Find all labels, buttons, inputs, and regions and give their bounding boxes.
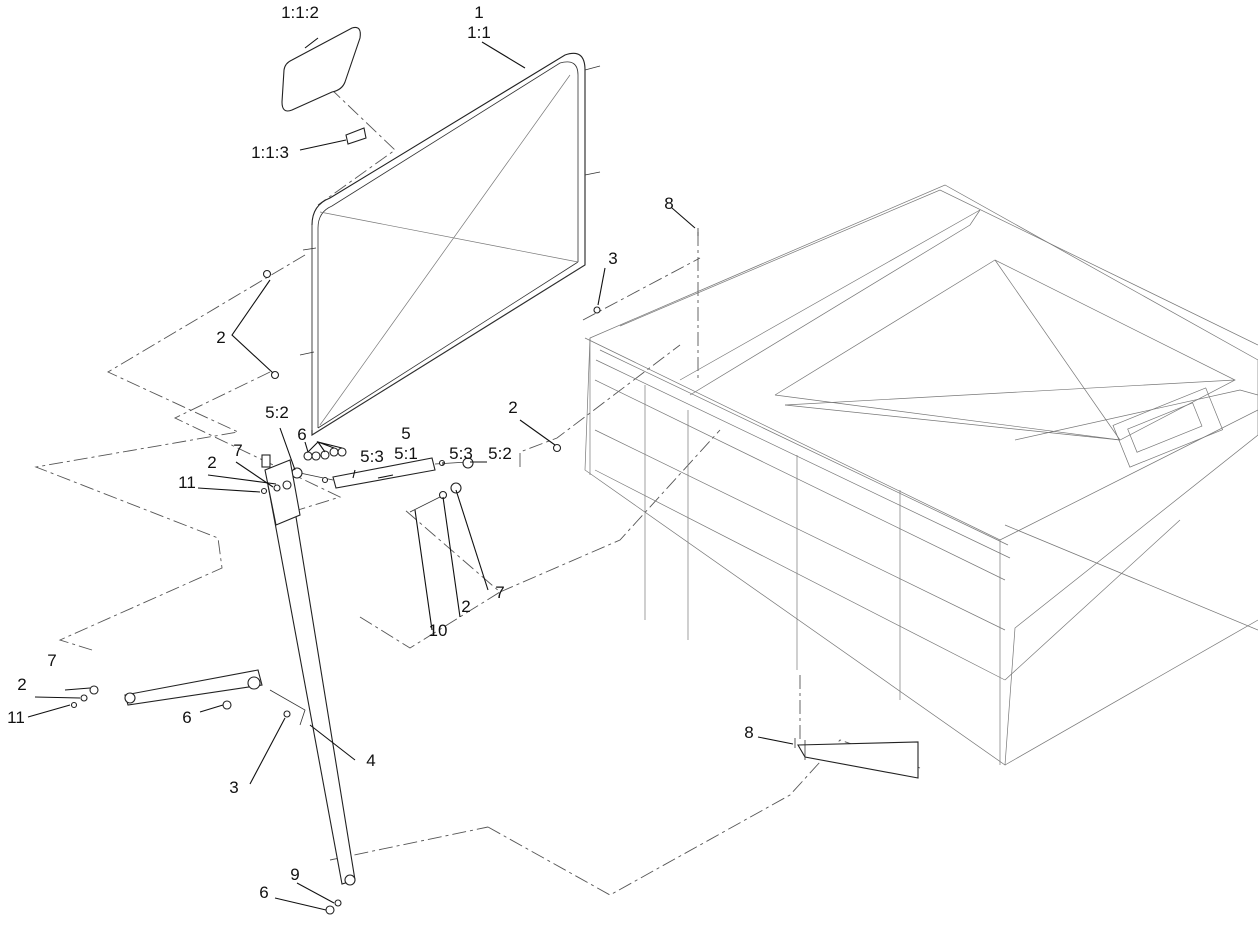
callout-4: 4 (366, 751, 375, 770)
gas-strut (291, 457, 474, 489)
callout-1: 1 (474, 3, 483, 22)
callout-8: 8 (744, 723, 753, 742)
callout-5-1: 5:1 (394, 444, 418, 463)
callout-2: 2 (207, 453, 216, 472)
assembly-paths (34, 87, 921, 896)
callout-2: 2 (216, 328, 225, 347)
callout-9: 9 (290, 865, 299, 884)
glass-pane (281, 26, 361, 112)
callout-1-1-2: 1:1:2 (281, 3, 319, 22)
callout-2: 2 (17, 675, 26, 694)
callout-5-2: 5:2 (265, 403, 289, 422)
callout-7: 7 (233, 441, 242, 460)
callout-1-1: 1:1 (467, 23, 491, 42)
callout-7: 7 (495, 583, 504, 602)
callout-5-3: 5:3 (360, 447, 384, 466)
latch-part (345, 127, 367, 145)
callout-10: 10 (429, 621, 448, 640)
callout-8: 8 (664, 194, 673, 213)
callout-6: 6 (259, 883, 268, 902)
leader-lines (27, 37, 794, 911)
small-bracket (797, 740, 919, 779)
callout-5: 5 (401, 424, 410, 443)
callout-5-3: 5:3 (449, 444, 473, 463)
callout-11: 11 (7, 708, 25, 727)
window-frame (299, 52, 601, 436)
callout-2: 2 (508, 398, 517, 417)
callout-7: 7 (47, 651, 56, 670)
callout-labels: 1 1:1 1:1:2 1:1:3 2 2 2 2 2 3 3 4 5 5:1 … (7, 3, 754, 902)
callout-6: 6 (297, 425, 306, 444)
callout-1-1-3: 1:1:3 (251, 143, 289, 162)
callout-5-2: 5:2 (488, 444, 512, 463)
callout-2: 2 (461, 597, 470, 616)
callout-11: 11 (178, 473, 196, 492)
prop-arm (124, 454, 356, 886)
callout-3: 3 (608, 249, 617, 268)
callout-6: 6 (182, 708, 191, 727)
cover-housing (584, 184, 1258, 766)
callout-3: 3 (229, 778, 238, 797)
